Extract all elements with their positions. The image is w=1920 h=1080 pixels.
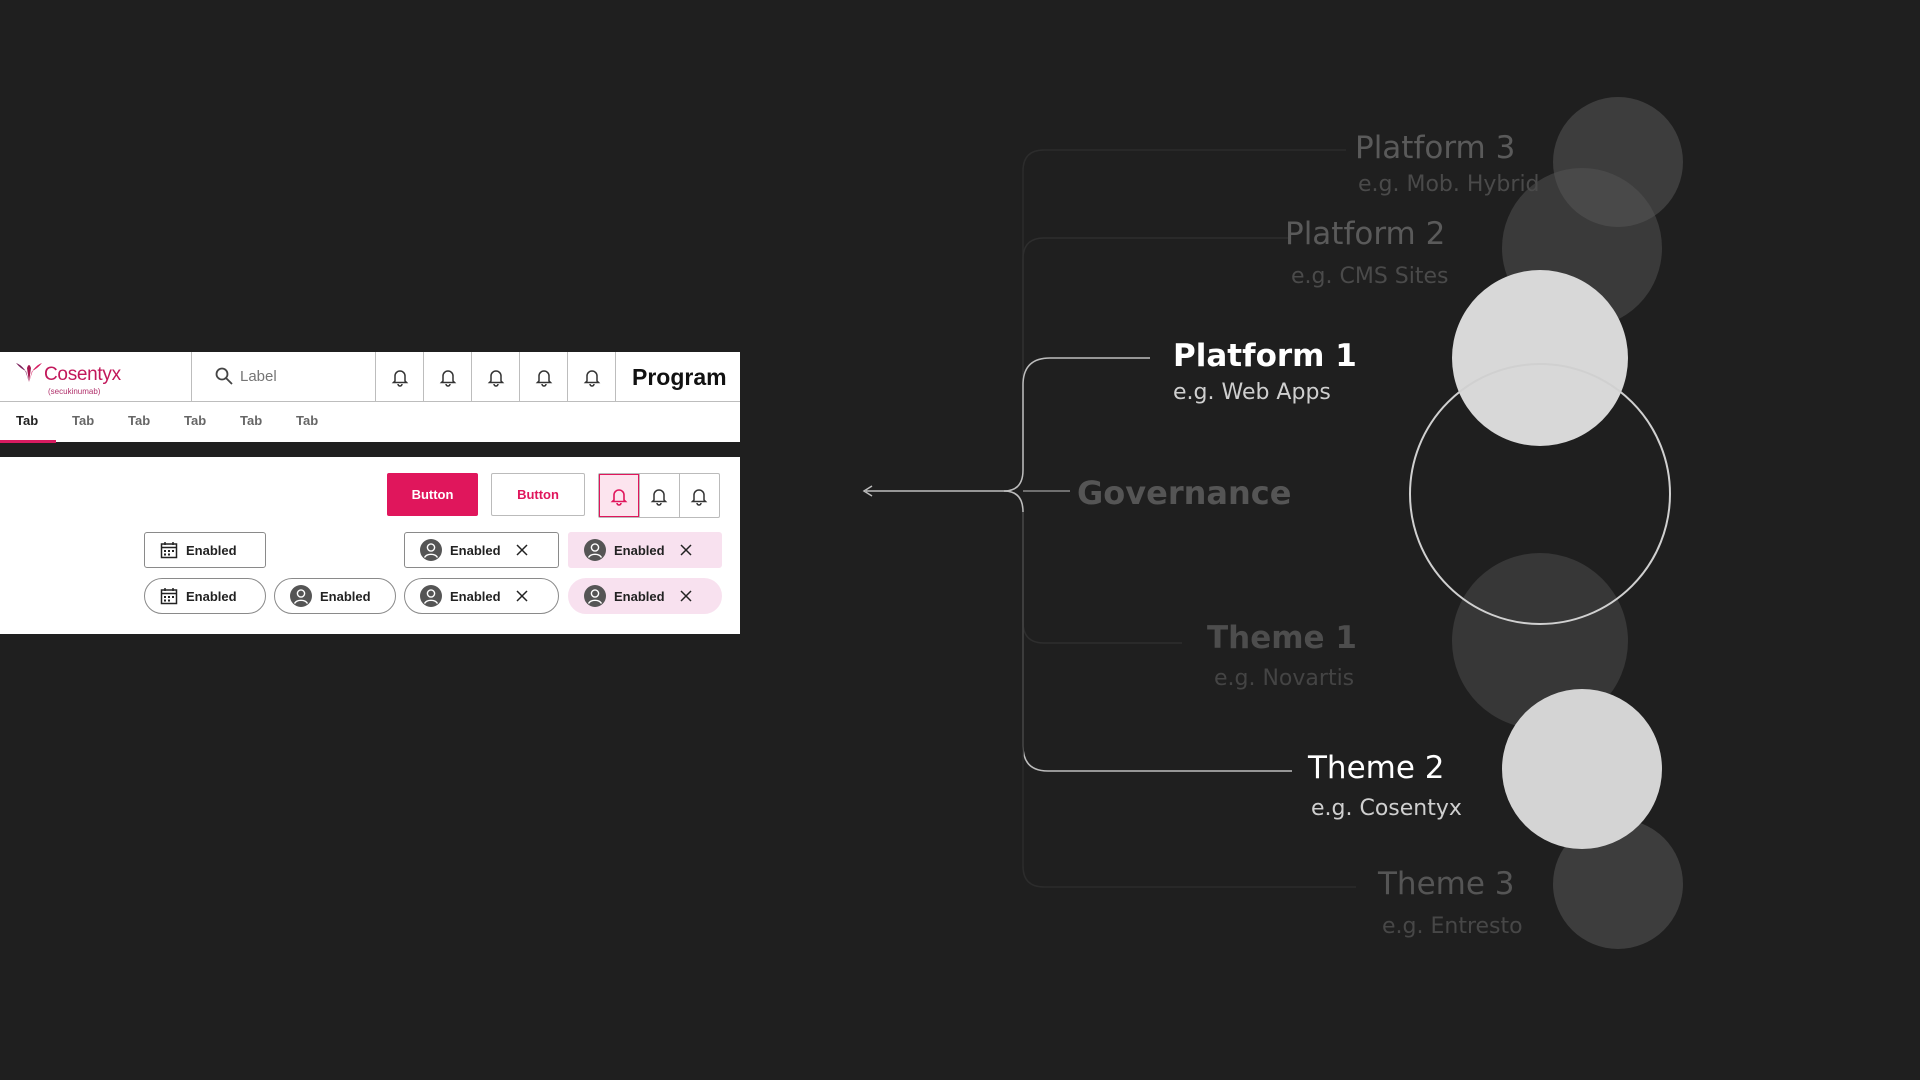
platform3-title: Platform 3 [1355,130,1516,166]
primary-button[interactable]: Button [387,473,478,516]
node-circle-theme3 [1553,819,1683,949]
divider [519,352,520,401]
platform3-subtitle: e.g. Mob. Hybrid [1358,172,1540,197]
bell-icon [487,369,504,387]
divider [679,474,680,517]
tab-6[interactable]: Tab [296,413,319,428]
chip-user-selected[interactable]: Enabled [568,532,722,568]
chip-user-removable[interactable]: Enabled [404,532,559,568]
connector-platform3 [1003,149,1346,492]
governance-label: Governance [1077,474,1292,512]
connector-platform2 [1022,237,1288,470]
notification-button[interactable] [472,352,519,401]
close-icon[interactable] [679,589,693,603]
connector-theme1 [1022,512,1182,644]
bell-icon [610,488,628,506]
logo-mark-icon [16,363,42,382]
close-icon[interactable] [515,543,529,557]
divider [423,352,424,401]
notification-button[interactable] [568,352,615,401]
brand-logo[interactable]: Cosentyx (secukinumab) [14,358,174,398]
calendar-icon [160,542,178,559]
chip-label: Enabled [450,542,501,558]
chip-label: Enabled [320,588,371,604]
divider [567,352,568,401]
node-circle-theme2 [1502,689,1662,849]
chip-label: Enabled [614,542,665,558]
avatar-icon [584,539,606,561]
tab-2[interactable]: Tab [72,413,95,428]
toggle-bell[interactable] [639,474,679,517]
tab-3[interactable]: Tab [128,413,151,428]
platform2-subtitle: e.g. CMS Sites [1291,264,1449,289]
node-circle-platform1 [1452,270,1628,446]
close-icon[interactable] [679,543,693,557]
search-box[interactable] [192,352,375,401]
theme3-subtitle: e.g. Entresto [1382,914,1523,939]
theme1-title: Theme 1 [1207,620,1357,656]
avatar-icon [584,585,606,607]
avatar-icon [420,539,442,561]
connector-theme3 [1022,512,1356,888]
bell-icon [583,369,600,387]
avatar-icon [290,585,312,607]
theme3-title: Theme 3 [1378,866,1515,902]
arrow-head-icon [862,485,873,497]
components-panel: Button Button Enabled Enabled Enabled En… [0,457,740,634]
calendar-icon [160,588,178,605]
node-circle-theme1 [1452,553,1628,729]
notification-button[interactable] [520,352,567,401]
chip-label: Enabled [614,588,665,604]
chip-user-removable[interactable]: Enabled [404,578,559,614]
program-title: Program [632,364,727,390]
search-input[interactable] [240,362,360,390]
chip-label: Enabled [450,588,501,604]
app-header: Cosentyx (secukinumab) [0,352,740,443]
search-icon [215,367,233,385]
tab-1[interactable]: Tab [16,413,39,428]
bell-icon [535,369,552,387]
logo-name: Cosentyx [44,364,121,385]
chip-user[interactable]: Enabled [274,578,396,614]
divider [615,352,616,401]
bell-icon [690,488,708,506]
notification-button[interactable] [424,352,471,401]
divider [471,352,472,401]
connector-platform1 [1003,357,1150,492]
chip-label: Enabled [186,588,237,604]
theme2-title: Theme 2 [1308,750,1445,786]
governance-circle [1409,363,1671,625]
toggle-bell[interactable] [679,474,719,517]
avatar-icon [420,585,442,607]
chip-label: Enabled [186,542,237,558]
theme2-subtitle: e.g. Cosentyx [1311,796,1462,821]
divider [639,474,640,517]
toggle-bell-selected[interactable] [599,474,639,517]
secondary-button[interactable]: Button [491,473,585,516]
platform1-title: Platform 1 [1173,338,1357,374]
notification-button[interactable] [376,352,423,401]
divider [375,352,376,401]
header-top-bar: Cosentyx (secukinumab) [0,352,740,402]
bell-icon [650,488,668,506]
theme1-subtitle: e.g. Novartis [1214,666,1355,691]
tab-bar: Tab Tab Tab Tab Tab Tab [0,402,740,442]
active-tab-indicator [0,440,56,443]
close-icon[interactable] [515,589,529,603]
chip-user-selected[interactable]: Enabled [568,578,722,614]
bell-icon [391,369,408,387]
tab-4[interactable]: Tab [184,413,207,428]
logo-subtitle: (secukinumab) [48,387,101,396]
platform2-title: Platform 2 [1285,216,1446,252]
icon-toggle-group [598,473,720,518]
platform1-subtitle: e.g. Web Apps [1173,380,1331,405]
bell-icon [439,369,456,387]
chip-date[interactable]: Enabled [144,532,266,568]
tab-5[interactable]: Tab [240,413,263,428]
divider [191,352,192,401]
chip-date[interactable]: Enabled [144,578,266,614]
